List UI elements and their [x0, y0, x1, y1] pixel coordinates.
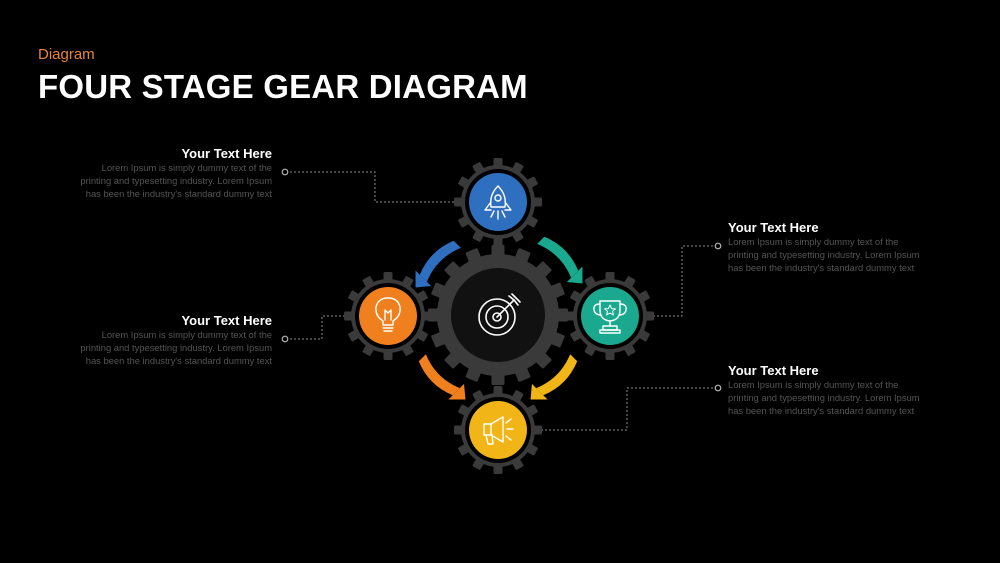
connector-dot-bottom	[714, 384, 722, 392]
stage-circle-top	[469, 173, 527, 231]
text-block-line: printing and typesetting industry. Lorem…	[80, 175, 272, 186]
target-icon	[478, 293, 521, 336]
connector-dot-left	[281, 335, 289, 343]
text-block-line: has been the industry's standard dummy t…	[85, 355, 272, 366]
megaphone-icon	[483, 416, 514, 445]
stage-circle-right	[581, 287, 639, 345]
text-block-line: printing and typesetting industry. Lorem…	[728, 392, 920, 403]
connector-line-right	[650, 245, 717, 317]
stage-circle-left	[359, 287, 417, 345]
category-label: Diagram	[38, 46, 95, 63]
text-block-line: has been the industry's standard dummy t…	[728, 405, 915, 416]
text-block-heading: Your Text Here	[181, 313, 272, 328]
text-block-right: Your Text Here Lorem Ipsum is simply dum…	[728, 220, 964, 274]
trophy-icon	[593, 300, 627, 334]
text-block-line: has been the industry's standard dummy t…	[85, 188, 272, 199]
page-title: FOUR STAGE GEAR DIAGRAM	[38, 68, 528, 105]
text-block-line: Lorem Ipsum is simply dummy text of the	[728, 236, 899, 247]
connector-line-top	[286, 171, 458, 203]
lightbulb-icon	[375, 297, 401, 332]
text-block-bottom: Your Text Here Lorem Ipsum is simply dum…	[728, 363, 964, 417]
text-block-heading: Your Text Here	[728, 363, 819, 378]
text-block-line: printing and typesetting industry. Lorem…	[80, 342, 272, 353]
text-block-heading: Your Text Here	[728, 220, 819, 235]
connector-line-left	[286, 315, 348, 340]
connector-dot-right	[714, 242, 722, 250]
connector-dot-top	[281, 168, 289, 176]
text-block-line: has been the industry's standard dummy t…	[728, 262, 915, 273]
text-block-line: printing and typesetting industry. Lorem…	[728, 249, 920, 260]
text-block-line: Lorem Ipsum is simply dummy text of the	[728, 379, 899, 390]
text-block-line: Lorem Ipsum is simply dummy text of the	[101, 329, 272, 340]
text-block-top: Your Text Here Lorem Ipsum is simply dum…	[36, 146, 272, 200]
text-block-left: Your Text Here Lorem Ipsum is simply dum…	[36, 313, 272, 367]
rocket-icon	[484, 185, 512, 220]
stage-circle-bottom	[469, 401, 527, 459]
text-block-heading: Your Text Here	[181, 146, 272, 161]
connector-line-bottom	[540, 387, 717, 431]
text-block-line: Lorem Ipsum is simply dummy text of the	[101, 162, 272, 173]
